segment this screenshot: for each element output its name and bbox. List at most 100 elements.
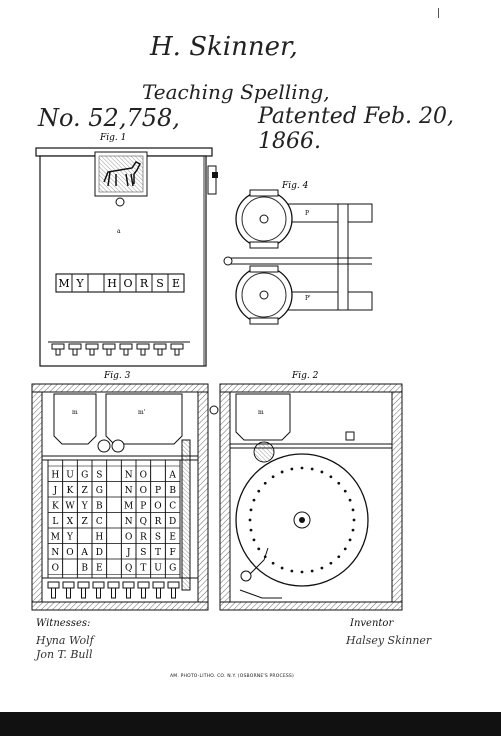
fig3-letter: O [154,502,161,512]
fig3-key [92,581,105,589]
fig2-wheel-dot [257,547,261,551]
fig3-key-stem [141,587,146,599]
fig3-letter: L [52,517,58,527]
fig1-key [170,343,184,350]
svg-text:a: a [117,228,121,235]
fig2-wheel-dot [300,570,304,574]
fig3-letter: X [67,517,74,527]
fig4-label: Fig. 4 [281,181,309,191]
fig3-letter: P [140,502,146,512]
fig2-wheel-dot [320,566,324,570]
fig3-letter: E [96,564,103,574]
fig3-letter: Q [125,564,132,574]
fig1-letter: S [156,277,164,290]
fig3-letter-cell [106,527,122,544]
fig2-wheel-dot [252,538,256,542]
fig3-letter: N [125,471,133,481]
fig3-letter: Y [81,502,89,512]
fig3-label: Fig. 3 [103,371,131,381]
fig3-letter: H [95,533,103,543]
fig1-letter-cell [167,273,185,293]
fig2-wheel-dot [271,561,275,565]
fig1-letter: O [123,277,132,290]
fig3-letter: F [170,548,176,558]
fig3-letter-cell [150,465,166,482]
scan-bottom-bar [0,712,501,736]
fig3-letter: D [169,517,176,527]
fig3-letter: G [81,471,88,481]
fig3-letter: N [51,548,59,558]
fig3-letter: Y [66,533,74,543]
fig3-letter: S [96,471,102,481]
witnesses-label: Witnesses: [36,618,91,629]
fig3-key-stem [126,587,131,599]
fig2-wheel-dot [351,528,355,532]
fig3-key [122,581,135,589]
fig3-letter: R [140,533,147,543]
fig2-wheel-dot [310,569,314,573]
fig3-key-stem [156,587,161,599]
fig3-key-stem [81,587,86,599]
fig3-letter: U [154,564,162,574]
fig3-letter: T [140,564,146,574]
fig3-key [47,581,60,589]
svg-text:P: P [305,210,309,217]
fig3-letter: K [67,486,74,496]
fig1-key-stem [55,348,61,356]
fig1-letter: R [140,277,149,290]
fig1-key-stem [72,348,78,356]
fig1-key [102,343,116,350]
fig1-key-stem [106,348,112,356]
fig2-section: m [209,383,403,611]
fig3-letter: C [169,502,176,512]
fig3-letter: R [155,517,162,527]
fig3-letter: N [125,486,133,496]
fig3-letter: P [155,486,161,496]
fig3-key [152,581,165,589]
fig3-letter-cell [106,543,122,560]
fig3-letter-cell [106,465,122,482]
fig2-wheel-dot [343,489,347,493]
fig3-letter: M [124,502,133,512]
fig1-key [136,343,150,350]
fig3-key-stem [66,587,71,599]
fig2-wheel-dot [257,489,261,493]
fig3-letter: E [169,533,176,543]
fig3-letter-cell [106,481,122,498]
fig1-key-stem [123,348,129,356]
fig3-letter: K [52,502,59,512]
fig3-key [62,581,75,589]
fig1-key-stem [140,348,146,356]
fig2-label: Fig. 2 [291,371,319,381]
fig2-wheel-dot [252,498,256,502]
svg-text:P': P' [305,295,311,302]
footer-credit: AM. PHOTO-LITHO. CO. N.Y. (OSBORNE'S PRO… [170,674,294,679]
witness-signature-2: Jon T. Bull [36,648,93,661]
fig2-wheel-dot [290,467,294,471]
fig2-wheel-dot [352,518,356,522]
fig2-wheel-dot [337,481,341,485]
fig3-letter-cell [62,558,78,575]
fig1-label: Fig. 1 [99,133,126,143]
fig2-wheel-dot [280,470,284,474]
fig1-key [51,343,65,350]
fig1-key-stem [157,348,163,356]
fig2-wheel-dot [329,475,333,479]
fig3-letter-cell [106,496,122,513]
fig3-key-stem [111,587,116,599]
patent-date: Patented Feb. 20, 1866. [258,104,455,154]
fig3-letter: Z [82,486,88,496]
fig3-key-stem [171,587,176,599]
fig3-letter: Z [82,517,88,527]
fig3-letter: G [96,486,103,496]
fig1-letter: M [58,277,69,290]
fig3-letter: A [168,471,176,481]
corner-mark [438,8,439,18]
fig3-key [107,581,120,589]
svg-text:m: m [258,409,264,416]
inventor-label: Inventor [350,618,394,629]
fig3-letter: W [65,502,75,512]
fig3-letter: C [96,517,103,527]
